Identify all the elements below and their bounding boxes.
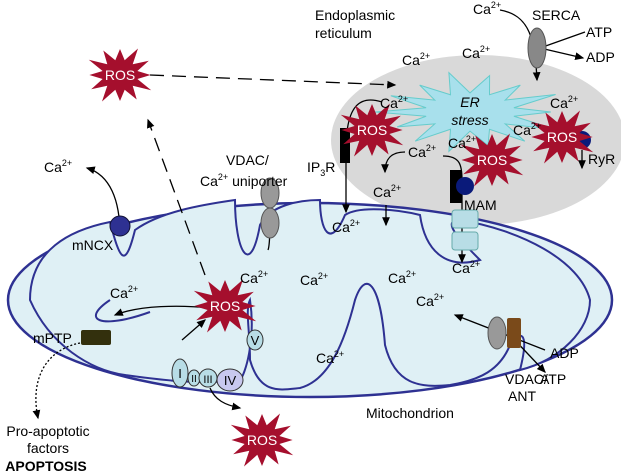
serca-ca-arrow: [499, 9, 541, 82]
mncx-exchanger: [109, 215, 131, 237]
complex-iv-label: IV: [224, 373, 237, 388]
ros-burst: [340, 103, 404, 157]
ros-label: ROS: [357, 122, 387, 138]
ant-transporter: [507, 318, 521, 348]
pro-apoptotic-label-2: factors: [27, 440, 69, 456]
calcium-ion-label: Ca2+: [473, 0, 501, 17]
ip3r-channel: [340, 128, 350, 163]
calcium-ion-label: Ca2+: [408, 143, 436, 160]
ip3r-label: IP3R: [307, 159, 335, 178]
adp-arrow: [539, 47, 585, 61]
ros-label: ROS: [247, 432, 277, 448]
serca-label: SERCA: [532, 7, 581, 23]
complex-i-ros-arrow: [181, 319, 206, 341]
mptp-label: mPTP: [33, 330, 72, 346]
complex-ii-label: II: [191, 374, 197, 385]
vdac-ant-label-2: ANT: [508, 388, 536, 404]
mito-ros-to-cytosol-arrow: [147, 118, 206, 276]
calcium-ion-label: Ca2+: [373, 183, 401, 200]
ros-to-er-arrow: [149, 74, 397, 89]
ros-label: ROS: [547, 129, 577, 145]
calcium-ion-label: Ca2+: [332, 218, 360, 235]
er-stress-label-1: ER: [460, 94, 479, 110]
vdac-transporter: [487, 316, 507, 350]
calcium-ion-label: Ca2+: [550, 94, 578, 111]
ryr-label: RyR: [588, 151, 615, 167]
apoptosis-arrow: [32, 342, 81, 420]
ros-label: ROS: [210, 298, 240, 314]
adp-label-2: ADP: [550, 345, 579, 361]
pro-apoptotic-label-1: Pro-apoptotic: [6, 423, 89, 439]
complex-iv: [216, 368, 244, 392]
ros-label: ROS: [105, 67, 135, 83]
complex-i-label: I: [178, 366, 182, 381]
ros-burst: [530, 110, 594, 164]
electron-transport-chain: I II III IV V: [171, 329, 264, 392]
ros-burst: [193, 279, 257, 333]
ca-arrow: [381, 151, 406, 174]
adp-label: ADP: [586, 49, 615, 65]
ros-label: ROS: [477, 152, 507, 168]
calcium-ion-label: Ca2+: [513, 121, 541, 138]
mptp-pore: [81, 330, 111, 345]
calcium-ion-label: Ca2+: [402, 51, 430, 68]
atp-label: ATP: [586, 24, 612, 40]
complex-iii-label: III: [203, 374, 212, 386]
serca-pump: [527, 27, 547, 69]
calcium-ion-label: Ca2+: [240, 269, 268, 286]
ros-burst: [460, 133, 524, 187]
mam-label: MAM: [464, 197, 497, 213]
atp-line: [539, 31, 586, 49]
calcium-ion-label: Ca2+: [416, 292, 444, 309]
er-label-2: reticulum: [315, 25, 372, 41]
calcium-ion-label: Ca2+: [44, 158, 72, 175]
calcium-ion-label: Ca2+: [300, 271, 328, 288]
calcium-ion-label: Ca2+: [462, 44, 490, 61]
mam-channel-2: [451, 231, 479, 251]
calcium-ion-label: Ca2+: [452, 259, 480, 276]
mam-channel-1: [451, 209, 479, 229]
er-stress-label-2: stress: [451, 112, 488, 128]
mncx-label: mNCX: [72, 237, 114, 253]
er-label-1: Endoplasmic: [315, 7, 395, 23]
complex-iii-ros-arrow: [209, 387, 242, 411]
complex-i: [171, 358, 189, 388]
calcium-ion-label: Ca2+: [380, 94, 408, 111]
complex-v-label: V: [251, 333, 260, 348]
calcium-ion-label: Ca2+: [388, 269, 416, 286]
calcium-ion-label: Ca2+: [110, 284, 138, 301]
vdac-uniporter-label-2: Ca2+ uniporter: [200, 172, 288, 189]
calcium-ion-label: Ca2+: [448, 134, 476, 151]
ros-burst: [230, 413, 294, 467]
vdac-uniporter-label-1: VDAC/: [226, 152, 269, 168]
complex-v: [246, 329, 264, 351]
mam-protein: [456, 177, 474, 195]
ros-burst: [88, 48, 152, 102]
calcium-ion-label: Ca2+: [316, 349, 344, 366]
atp-label-2: ATP: [540, 371, 566, 387]
mitochondrion-label: Mitochondrion: [366, 405, 454, 421]
vdac-ant-label-1: VDAC/: [505, 371, 548, 387]
uniporter-inner: [260, 207, 280, 239]
apoptosis-label: APOPTOSIS: [5, 458, 86, 474]
mam-tether: [450, 170, 462, 203]
